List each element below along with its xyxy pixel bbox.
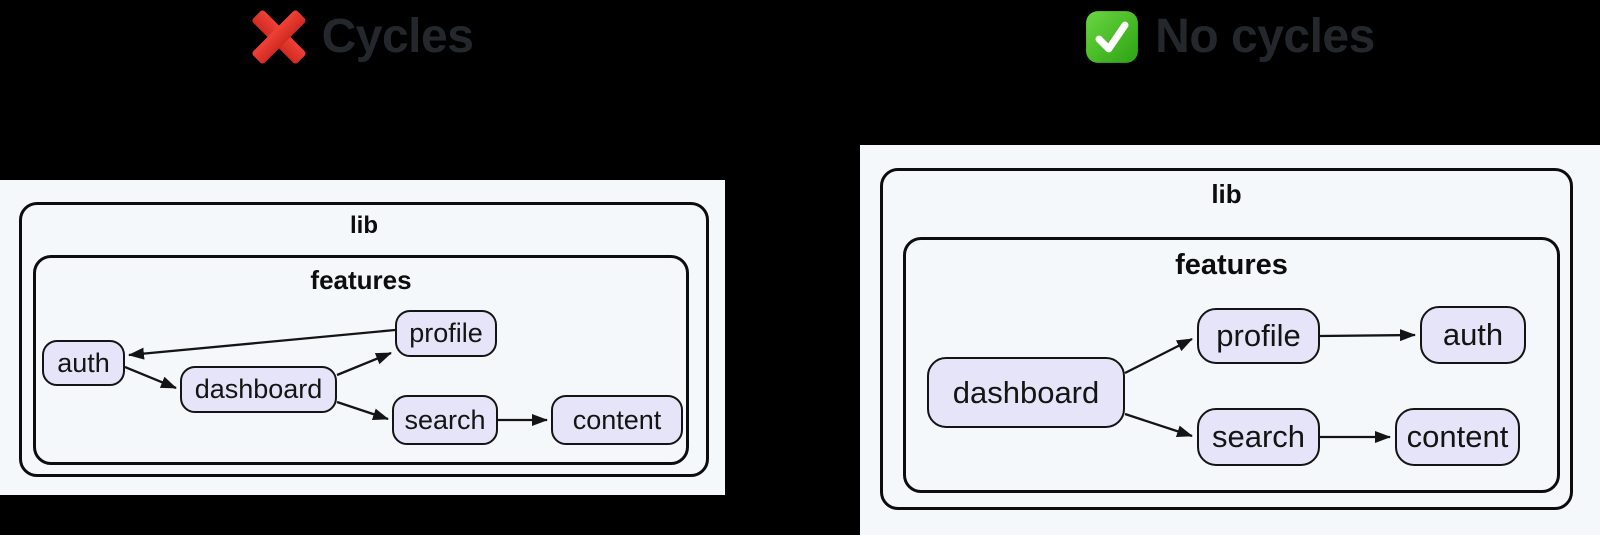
node-profile-right: profile <box>1197 308 1320 364</box>
node-content-left: content <box>551 395 683 445</box>
no-cycles-title: No cycles <box>860 6 1600 68</box>
node-profile-left: profile <box>395 310 497 357</box>
cycles-diagram-panel: lib features auth dashboard profile sear… <box>0 180 725 495</box>
cycles-title: Cycles <box>0 6 725 68</box>
edge-dashboard-to-profile <box>336 351 392 377</box>
edge-profile-to-auth <box>1319 329 1416 342</box>
edge-dashboard-to-search <box>1124 412 1193 438</box>
cycles-title-label: Cycles <box>321 10 474 63</box>
lib-container-left: lib features auth dashboard profile sear… <box>19 202 709 477</box>
node-search-left: search <box>392 395 498 445</box>
no-cycles-title-label: No cycles <box>1155 10 1375 63</box>
node-search-right: search <box>1197 408 1320 466</box>
cross-mark-icon <box>252 10 306 64</box>
features-container-right: features dashboard profile auth search c… <box>903 237 1560 493</box>
node-dashboard-left: dashboard <box>180 366 337 413</box>
edge-auth-to-dashboard <box>124 365 177 390</box>
lib-container-right: lib features dashboard profile auth sear… <box>880 168 1573 510</box>
edge-dashboard-to-profile <box>1124 337 1193 375</box>
node-content-right: content <box>1395 408 1520 466</box>
features-label-left: features <box>310 265 412 295</box>
features-container-left: features auth dashboard profile search c… <box>33 255 689 465</box>
node-auth-left: auth <box>42 340 125 386</box>
features-label-right: features <box>1175 249 1288 281</box>
node-dashboard-right: dashboard <box>927 357 1125 428</box>
check-mark-icon <box>1086 11 1139 63</box>
no-cycles-diagram-panel: lib features dashboard profile auth sear… <box>860 145 1600 535</box>
node-auth-right: auth <box>1420 306 1526 364</box>
edge-profile-to-auth <box>128 328 396 360</box>
lib-label-left: lib <box>350 212 378 239</box>
edge-dashboard-to-search <box>336 400 389 421</box>
lib-label-right: lib <box>1211 179 1242 209</box>
